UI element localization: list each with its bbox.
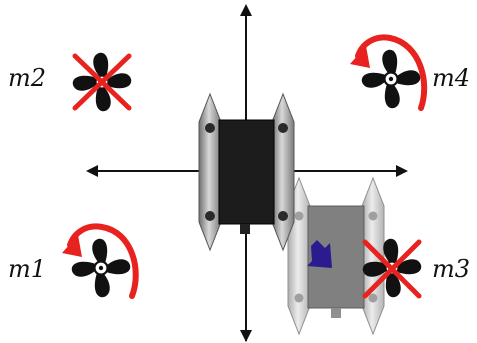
label-m2: m2 — [8, 64, 46, 92]
hull — [218, 119, 275, 225]
label-m4: m4 — [432, 64, 470, 92]
vehicle-original — [198, 92, 295, 252]
label-m3: m3 — [432, 255, 470, 283]
axis-arrow-left — [86, 165, 98, 177]
motor-m4 — [350, 34, 428, 111]
propeller-icon — [360, 48, 422, 110]
cross-icon — [362, 239, 422, 299]
axis-arrow-down — [240, 330, 252, 342]
axis-arrow-up — [240, 4, 252, 16]
cross-icon — [72, 53, 132, 111]
right-pontoon — [271, 92, 295, 252]
axis-arrow-right — [396, 165, 408, 177]
motor-m1 — [62, 223, 139, 299]
vehicle-displaced — [287, 176, 385, 336]
motor-m3 — [361, 237, 423, 299]
propeller-icon — [70, 237, 132, 299]
diagonal-arrow-icon — [307, 240, 332, 268]
label-m1: m1 — [8, 255, 46, 283]
motor-m2 — [71, 51, 133, 113]
left-pontoon — [198, 92, 222, 252]
curved-arrow-icon — [62, 223, 139, 299]
curved-arrow-icon — [350, 34, 428, 111]
